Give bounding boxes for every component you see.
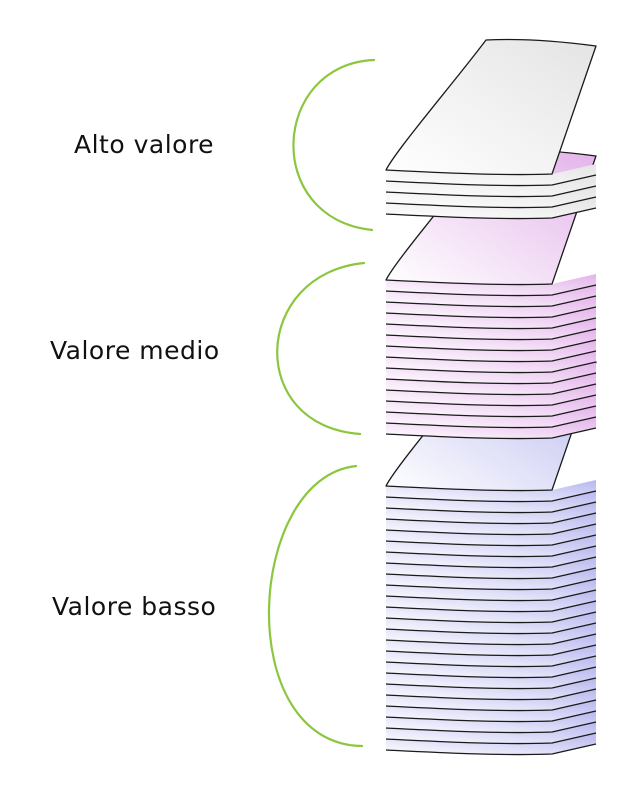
mid-sheet-body xyxy=(386,274,596,296)
low-sheet-body xyxy=(386,480,596,502)
low-sheet-edge xyxy=(385,578,597,591)
mid-sheet-edge xyxy=(385,394,597,407)
mid-sheet-edge xyxy=(385,416,597,429)
high-sheet-edge xyxy=(385,196,597,209)
low-sheet-edge xyxy=(385,622,597,635)
low-sheet-edge xyxy=(385,710,597,723)
low-sheet-edge xyxy=(385,501,597,514)
low-sheet-edge xyxy=(385,490,597,503)
mid-sheet-edge xyxy=(385,306,597,319)
label-medium-value: Valore medio xyxy=(50,336,220,365)
low-sheet-edge xyxy=(385,721,597,734)
mid-sheet-edge xyxy=(385,427,597,440)
mid-sheet-edge xyxy=(385,339,597,352)
low-sheet-edge xyxy=(385,699,597,712)
low-sheet-edge xyxy=(385,743,597,756)
low-sheet-edge xyxy=(385,523,597,536)
high-sheet-edge xyxy=(385,185,597,198)
bracket-medium-value xyxy=(276,261,366,436)
low-sheet-edge xyxy=(385,567,597,580)
mid-sheet-edge xyxy=(385,383,597,396)
low-sheet-edge xyxy=(385,611,597,624)
mid-sheet-edge xyxy=(385,350,597,363)
bracket-low-value xyxy=(267,464,364,748)
stack-high-value xyxy=(385,38,597,220)
mid-sheet-edge xyxy=(385,284,597,297)
low-sheet-edge xyxy=(385,688,597,701)
low-sheet-edge xyxy=(385,644,597,657)
high-sheet-edge xyxy=(385,174,597,187)
mid-sheet-edge xyxy=(385,295,597,308)
mid-sheet-edge xyxy=(385,372,597,385)
low-sheet-edge xyxy=(385,677,597,690)
low-sheet-edge xyxy=(385,666,597,679)
mid-sheet-edge xyxy=(385,317,597,330)
low-sheet-edge xyxy=(385,534,597,547)
bracket-high-value xyxy=(292,58,376,232)
low-sheet-edge xyxy=(385,556,597,569)
stack-low-value xyxy=(385,354,597,756)
label-low-value: Valore basso xyxy=(52,592,217,621)
low-sheet-edge xyxy=(385,732,597,745)
label-high-value: Alto valore xyxy=(74,130,215,159)
low-sheet-edge xyxy=(385,545,597,558)
low-sheet-edge xyxy=(385,589,597,602)
low-sheet-edge xyxy=(385,512,597,525)
low-sheet-edge xyxy=(385,600,597,613)
high-sheet-body xyxy=(386,164,596,186)
mid-sheet-edge xyxy=(385,405,597,418)
low-sheet-edge xyxy=(385,655,597,668)
low-sheet-edge xyxy=(385,633,597,646)
mid-sheet-edge xyxy=(385,328,597,341)
high-sheet-edge xyxy=(385,207,597,220)
high-top-sheet xyxy=(385,38,597,176)
mid-sheet-edge xyxy=(385,361,597,374)
